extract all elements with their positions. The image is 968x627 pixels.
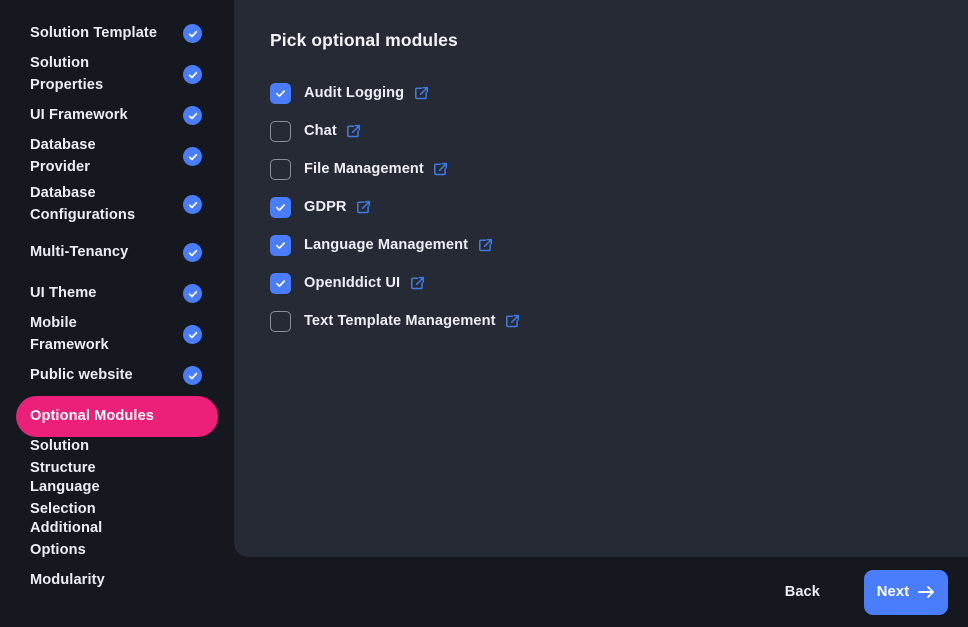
page-title: Pick optional modules [270, 30, 458, 50]
module-label: Audit Logging [304, 85, 405, 101]
module-label: Text Template Management [304, 313, 496, 329]
sidebar-item-public-website[interactable]: Public website [16, 355, 218, 396]
sidebar-item-optional-modules[interactable]: Optional Modules [16, 396, 218, 437]
module-row-language-management[interactable]: Language Management [270, 226, 932, 264]
external-link-icon[interactable] [477, 237, 493, 253]
external-link-icon[interactable] [346, 123, 362, 139]
check-circle-icon [183, 195, 202, 214]
external-link-icon[interactable] [409, 275, 425, 291]
sidebar-item-label: Multi-Tenancy [30, 243, 129, 260]
sidebar-item-modularity[interactable]: Modularity [16, 560, 218, 601]
sidebar-item-database-provider[interactable]: Database Provider [16, 136, 218, 177]
sidebar-item-label: Database Configurations [30, 185, 136, 223]
external-link-icon[interactable] [505, 313, 521, 329]
wizard-footer: Back Next [234, 557, 968, 627]
check-circle-icon [183, 284, 202, 303]
external-link-icon[interactable] [413, 85, 429, 101]
back-button[interactable]: Back [769, 574, 836, 610]
sidebar-item-label: Language Selection [30, 479, 100, 517]
sidebar-item-mobile-framework[interactable]: Mobile Framework [16, 314, 218, 355]
checkbox-audit-logging[interactable] [270, 82, 291, 104]
sidebar-item-label: UI Framework [30, 106, 128, 123]
module-row-chat[interactable]: Chat [270, 112, 932, 150]
sidebar-item-label: Additional Options [30, 520, 103, 558]
module-label: OpenIddict UI [304, 275, 401, 291]
external-link-icon[interactable] [433, 161, 449, 177]
checkbox-text-template-management[interactable] [270, 310, 291, 332]
checkbox-file-management[interactable] [270, 158, 291, 180]
sidebar-item-additional-options[interactable]: Additional Options [16, 519, 218, 560]
checkbox-openiddict-ui[interactable] [270, 272, 291, 294]
external-link-icon[interactable] [356, 199, 372, 215]
module-label: Chat [304, 123, 337, 139]
sidebar-item-ui-theme[interactable]: UI Theme [16, 273, 218, 314]
checkbox-chat[interactable] [270, 120, 291, 142]
module-row-audit-logging[interactable]: Audit Logging [270, 74, 932, 112]
sidebar-item-label: Mobile Framework [30, 315, 109, 353]
arrow-right-icon [918, 585, 935, 599]
sidebar-item-multi-tenancy[interactable]: Multi-Tenancy [16, 232, 218, 273]
module-label: GDPR [304, 199, 347, 215]
sidebar-item-label: UI Theme [30, 284, 97, 301]
sidebar-item-ui-framework[interactable]: UI Framework [16, 95, 218, 136]
module-row-openiddict-ui[interactable]: OpenIddict UI [270, 264, 932, 302]
sidebar-item-solution-structure[interactable]: Solution Structure [16, 437, 218, 478]
sidebar-item-label: Public website [30, 366, 133, 383]
module-row-gdpr[interactable]: GDPR [270, 188, 932, 226]
sidebar-item-solution-template[interactable]: Solution Template [16, 13, 218, 54]
checkbox-gdpr[interactable] [270, 196, 291, 218]
next-button[interactable]: Next [864, 569, 948, 615]
sidebar-item-label: Solution Structure [30, 438, 96, 476]
sidebar-item-label: Optional Modules [30, 407, 155, 424]
sidebar-item-solution-properties[interactable]: Solution Properties [16, 54, 218, 95]
check-circle-icon [183, 147, 202, 166]
sidebar-item-label: Solution Template [30, 24, 158, 41]
check-circle-icon [183, 366, 202, 385]
sidebar-item-language-selection[interactable]: Language Selection [16, 478, 218, 519]
check-circle-icon [183, 65, 202, 84]
sidebar-item-label: Solution Properties [30, 55, 104, 93]
sidebar-item-label: Modularity [30, 571, 105, 588]
module-row-text-template-management[interactable]: Text Template Management [270, 302, 932, 340]
check-circle-icon [183, 24, 202, 43]
module-label: File Management [304, 161, 424, 177]
check-circle-icon [183, 106, 202, 125]
sidebar-item-label: Database Provider [30, 137, 96, 175]
next-button-label: Next [876, 584, 910, 600]
check-circle-icon [183, 325, 202, 344]
check-circle-icon [183, 243, 202, 262]
module-label: Language Management [304, 237, 469, 253]
sidebar-item-database-configurations[interactable]: Database Configurations [16, 177, 218, 232]
checkbox-language-management[interactable] [270, 234, 291, 256]
module-row-file-management[interactable]: File Management [270, 150, 932, 188]
